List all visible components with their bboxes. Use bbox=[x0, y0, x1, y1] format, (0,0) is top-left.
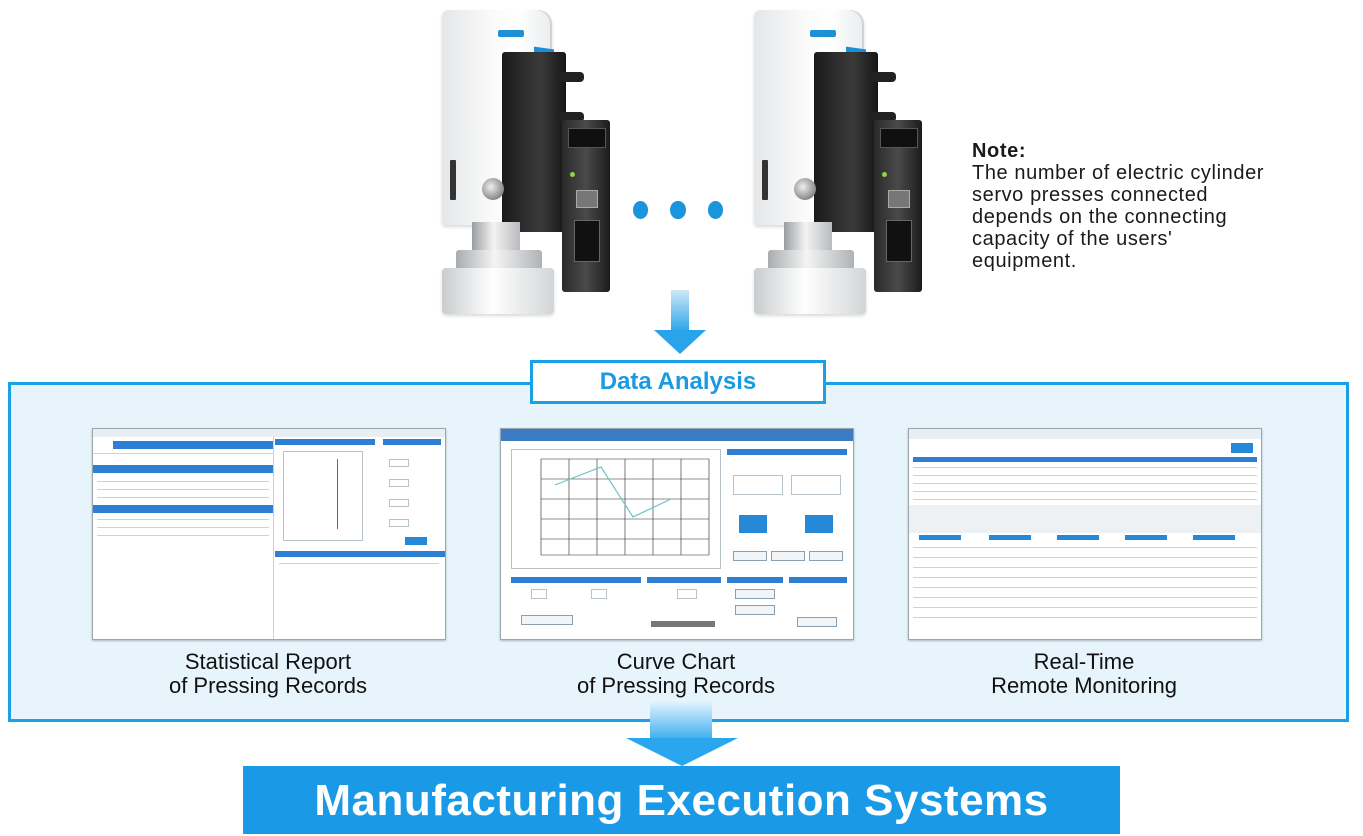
note-line: depends on the connecting bbox=[972, 206, 1228, 228]
note-line: The number of electric cylinder bbox=[972, 162, 1265, 184]
data-analysis-label: Data Analysis bbox=[530, 360, 826, 404]
servo-press-left bbox=[442, 10, 592, 316]
note-line: equipment. bbox=[972, 250, 1077, 272]
servo-drive-left bbox=[562, 120, 610, 292]
mes-banner: Manufacturing Execution Systems bbox=[243, 766, 1120, 834]
note-line: servo presses connected bbox=[972, 184, 1209, 206]
caption-line: Real-Time bbox=[1033, 649, 1135, 674]
remote-monitoring-caption: Real-Time Remote Monitoring bbox=[908, 650, 1260, 698]
note: Note: The number of electric cylinder se… bbox=[972, 140, 1352, 272]
curve-chart-screenshot bbox=[500, 428, 854, 640]
statistical-report-caption: Statistical Report of Pressing Records bbox=[92, 650, 444, 698]
statistical-report-screenshot bbox=[92, 428, 446, 640]
caption-line: of Pressing Records bbox=[168, 673, 368, 698]
curve-chart-caption: Curve Chart of Pressing Records bbox=[500, 650, 852, 698]
caption-line: Curve Chart bbox=[616, 649, 736, 674]
servo-press-right bbox=[754, 10, 904, 316]
ellipsis-dots-icon bbox=[633, 198, 723, 222]
caption-line: Remote Monitoring bbox=[991, 673, 1177, 698]
caption-line: Statistical Report bbox=[184, 649, 352, 674]
remote-monitoring-screenshot bbox=[908, 428, 1262, 640]
curve-plot bbox=[540, 458, 710, 556]
note-line: capacity of the users' bbox=[972, 228, 1173, 250]
caption-line: of Pressing Records bbox=[576, 673, 776, 698]
note-title: Note: bbox=[972, 140, 1027, 162]
servo-drive-right bbox=[874, 120, 922, 292]
